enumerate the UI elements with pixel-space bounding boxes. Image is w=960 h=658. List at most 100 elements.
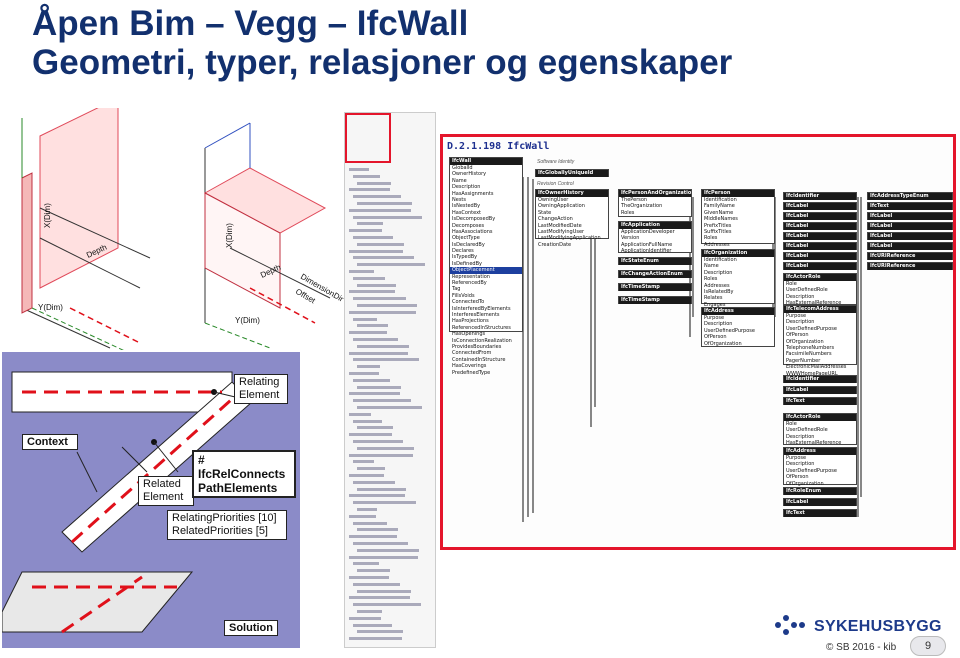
slide-title: Åpen Bim – Vegg – IfcWall Geometri, type… [32, 4, 932, 82]
schema-attribute: Identification [704, 197, 737, 203]
schema-attribute: State [538, 209, 552, 216]
schema-type-ref: IfcTimeStamp [619, 284, 691, 291]
schema-attribute: PagerNumber [786, 357, 821, 364]
schema-type-box: IfcLabel [867, 242, 953, 250]
schema-type-box: IfcTimeStamp [618, 283, 692, 291]
sykehusbygg-logo: SYKEHUSBYGG [770, 612, 950, 638]
schema-attribute: LastModifiedDate [538, 222, 582, 229]
thumbnail-row [353, 562, 379, 566]
schema-type-box: IfcLabel [783, 202, 857, 210]
context-label: Context [22, 434, 78, 450]
schema-type-ref: IfcStateEnum [619, 258, 691, 265]
schema-type-ref: IfcLabel [784, 223, 856, 230]
schema-attribute: ApplicationDeveloper [621, 229, 675, 235]
schema-type-box: IfcLabel [783, 212, 857, 220]
thumbnail-row [357, 283, 396, 287]
schema-type-ref: IfcIdentifier [784, 193, 856, 200]
schema-attribute: Name [704, 263, 719, 270]
wall-geometry-figure: X(Dim) Y(Dim) Depth X(Dim) Y(Dim) Depth … [10, 108, 350, 350]
thumbnail-row [349, 290, 395, 294]
schema-attribute: Addresses [704, 282, 730, 289]
schema-attribute: IsConnectionRealization [452, 337, 512, 344]
schema-attribute: IsRelatedBy [704, 288, 734, 295]
priorities-box: RelatingPriorities [10] RelatedPrioritie… [167, 510, 287, 540]
schema-attribute: WWWHomePageURL [786, 370, 838, 377]
schema-type-box: IfcLabel [783, 262, 857, 270]
schema-type-ref: IfcLabel [784, 213, 856, 220]
thumbnail-row [357, 242, 404, 246]
thumbnail-row [349, 208, 411, 212]
schema-attribute: Tag [452, 286, 461, 293]
schema-type-box: IfcURIReference [867, 262, 953, 270]
globally-unique-box: IfcGloballyUniqueId [535, 169, 609, 177]
schema-type-box: IfcText [783, 509, 857, 517]
relation-diagram: Relating Element Context Related Element… [2, 352, 300, 648]
thumbnail-row [353, 174, 380, 178]
schema-attribute: UserDefinedRole [786, 427, 828, 434]
schema-attribute: Description [786, 433, 815, 440]
schema-attribute: ProvidesBoundaries [452, 343, 502, 350]
iso-label-ydim-2: Y(Dim) [235, 316, 260, 325]
relating-element-label: Relating Element [234, 374, 288, 404]
schema-attribute: InterferesElements [452, 311, 500, 318]
schema-attribute: Roles [704, 235, 718, 242]
schema-attribute: IsDeclaredBy [452, 241, 485, 248]
iso-label-xdim-2: X(Dim) [225, 223, 234, 248]
schema-attribute: OfOrganization [704, 340, 742, 347]
schema-attribute: IsDecomposedBy [452, 216, 496, 223]
thumbnail-row [357, 365, 380, 369]
thumbnail-row [353, 378, 390, 382]
schema-type-box: IfcIdentifier [783, 375, 857, 383]
schema-attribute: SuffixTitles [704, 228, 732, 235]
schema-type-box: IfcLabel [783, 386, 857, 394]
schema-attribute: Description [786, 319, 815, 326]
schema-attribute: Decomposes [452, 222, 485, 229]
thumbnail-row [349, 453, 413, 457]
schema-type-ref: IfcLabel [784, 203, 856, 210]
schema-attribute: IsDefinedBy [452, 260, 482, 267]
schema-type-ref: IfcLabel [784, 253, 856, 260]
schema-attribute: Description [704, 269, 733, 276]
thumbnail-row [349, 351, 408, 355]
schema-attribute: IsInterferedByElements [452, 305, 511, 312]
schema-attribute: UserDefinedPurpose [704, 327, 755, 334]
thumbnail-row [357, 202, 412, 205]
thumbnail-row [349, 616, 381, 620]
schema-box-title: IfcWall [450, 158, 522, 165]
schema-attribute: Role [786, 281, 797, 287]
thumbnail-row [353, 623, 392, 627]
schema-type-box: IfcRoleEnum [783, 487, 857, 495]
schema-type-ref: IfcText [868, 203, 952, 210]
thumbnail-row [357, 487, 406, 491]
schema-attribute: OwnerHistory [452, 171, 487, 178]
schema-attribute: UserDefinedPurpose [786, 325, 837, 332]
schema-attribute: HasExternalReference [786, 440, 842, 447]
schema-type-box: IfcLabel [783, 222, 857, 230]
schema-attribute: Description [786, 461, 815, 468]
schema-attribute: ConnectedTo [452, 299, 485, 306]
schema-attribute: OwningUser [538, 197, 569, 203]
thumbnail-row [357, 446, 414, 450]
thumbnail-row [353, 358, 419, 362]
thumbnail-row [353, 521, 387, 525]
schema-attribute: ChangeAction [538, 216, 573, 223]
thumbnail-row [349, 535, 397, 539]
thumbnail-row [357, 467, 385, 471]
schema-box-title: IfcAddress [784, 448, 856, 455]
schema-attribute: UserDefinedPurpose [786, 467, 837, 474]
schema-box-title: IfcPerson [702, 190, 774, 197]
thumbnail-row [353, 256, 414, 260]
schema-type-box: IfcText [783, 397, 857, 405]
schema-type-ref: IfcLabel [868, 233, 952, 240]
schema-attribute: OfOrganization [786, 480, 824, 487]
schema-box-title: IfcPersonAndOrganization [619, 190, 691, 197]
schema-attribute: OfPerson [786, 474, 809, 481]
thumbnail-row [357, 630, 403, 634]
thumbnail-row [357, 508, 377, 511]
related-priorities: RelatedPriorities [5] [172, 525, 268, 537]
